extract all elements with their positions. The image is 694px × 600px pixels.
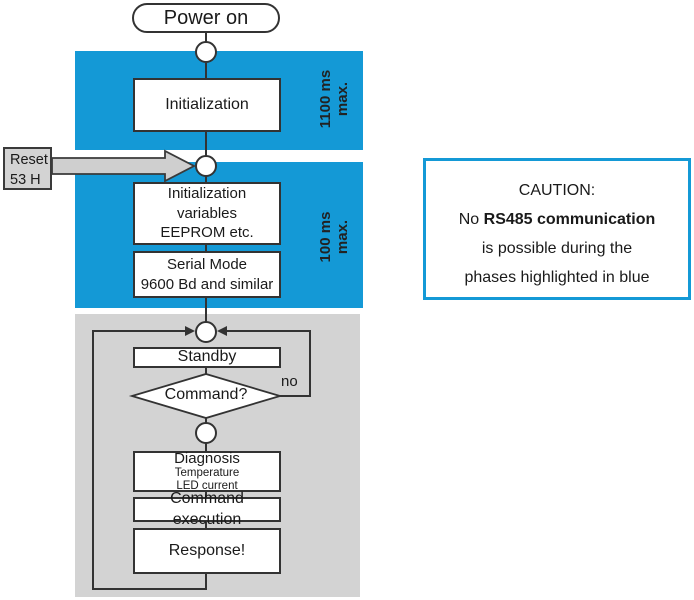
phase1-duration-label: 1100 ms max. — [316, 69, 351, 129]
connector-node-1 — [195, 41, 217, 63]
start-terminal: Power on — [132, 3, 280, 33]
start-terminal-label: Power on — [163, 6, 249, 29]
diagnosis-step: Diagnosis Temperature LED current — [133, 450, 281, 493]
command-execution-step: Command execution — [133, 490, 281, 528]
arrowhead-into-node-left-icon — [185, 326, 195, 336]
initialization-step: Initialization — [133, 78, 281, 132]
command-decision-diamond — [128, 373, 284, 419]
connector-node-3 — [195, 321, 217, 343]
response-step-label: Response! — [168, 541, 246, 559]
command-execution-step-label: Command execution — [170, 489, 244, 528]
diagnosis-step-detail: Temperature LED current — [174, 467, 240, 493]
reset-input-box: Reset 53 H — [3, 147, 52, 190]
standby-step: Standby — [133, 347, 281, 368]
command-decision-label: Command? — [164, 386, 248, 403]
serial-mode-step: Serial Mode 9600 Bd and similar — [133, 251, 281, 298]
response-step: Response! — [133, 528, 281, 574]
arrowhead-into-node-right-icon — [217, 326, 227, 336]
serial-mode-step-label: Serial Mode 9600 Bd and similar — [140, 256, 274, 293]
decision-no-label: no — [281, 373, 298, 390]
caution-line2: No RS485 communication — [426, 205, 688, 234]
caution-line3: is possible during the — [481, 240, 633, 257]
caution-line4: phases highlighted in blue — [464, 269, 650, 286]
connector-node-2 — [195, 155, 217, 177]
standby-step-label: Standby — [177, 348, 237, 366]
caution-note: CAUTION: No RS485 communication is possi… — [423, 158, 691, 300]
init-variables-step-label: Initialization variables EEPROM etc. — [160, 185, 254, 242]
initialization-step-label: Initialization — [165, 95, 249, 113]
caution-line2-prefix: No — [458, 211, 484, 228]
phase2-duration-label: 100 ms max. — [316, 211, 351, 263]
caution-title: CAUTION: — [518, 182, 596, 199]
connector-node-4 — [195, 422, 217, 444]
init-variables-step: Initialization variables EEPROM etc. — [133, 182, 281, 245]
caution-line2-bold: RS485 communication — [483, 211, 656, 228]
reset-arrow-icon — [51, 149, 196, 183]
diagnosis-step-title: Diagnosis — [174, 450, 240, 468]
